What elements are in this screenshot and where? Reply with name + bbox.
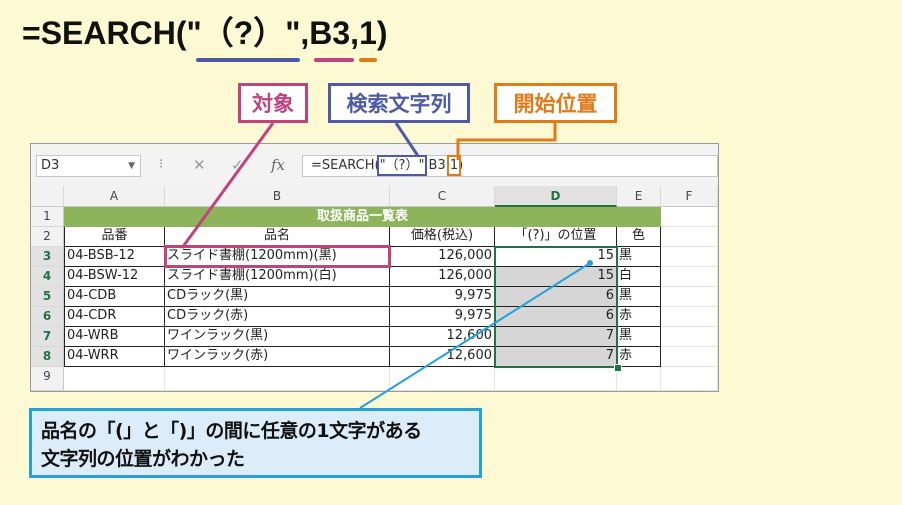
enter-icon[interactable]: ✓: [231, 156, 244, 174]
col-header-e[interactable]: E: [617, 186, 661, 207]
fx-icon[interactable]: fx: [271, 156, 286, 174]
cell-b4[interactable]: スライド書棚(1200mm)(白): [165, 267, 390, 287]
formula-text-start: 1: [446, 155, 462, 176]
cell-a5[interactable]: 04-CDB: [64, 287, 165, 307]
cell-a6[interactable]: 04-CDR: [64, 307, 165, 327]
note-line-1: 品名の「(」と「)」の間に任意の1文字がある: [41, 420, 422, 442]
formula-bar: D3 ▼ ⁝ ✕ ✓ fx =SEARCH("（?）",B3,1): [31, 144, 718, 186]
col-header-b[interactable]: B: [165, 186, 390, 207]
cell-c3[interactable]: 126,000: [390, 247, 495, 267]
row-header-2[interactable]: 2: [31, 227, 64, 247]
col-header-f[interactable]: F: [661, 186, 718, 207]
cell-a9[interactable]: [64, 367, 165, 391]
cell-f8[interactable]: [661, 347, 718, 367]
row-header-4[interactable]: 4: [31, 267, 64, 287]
row-header-3[interactable]: 3: [31, 247, 64, 267]
formula-input[interactable]: =SEARCH("（?）",B3,1): [302, 155, 718, 177]
cell-c9[interactable]: [390, 367, 495, 391]
formula-text-search: "（?）": [376, 155, 428, 176]
cell-c8[interactable]: 12,600: [390, 347, 495, 367]
row-header-9[interactable]: 9: [31, 367, 64, 391]
formula-start-pos: 1: [359, 15, 377, 51]
cell-e7[interactable]: 黒: [617, 327, 661, 347]
formula-comma: ,: [350, 15, 360, 51]
explanation-note: 品名の「(」と「)」の間に任意の1文字がある 文字列の位置がわかった: [29, 408, 482, 478]
cell-a3[interactable]: 04-BSB-12: [64, 247, 165, 267]
underline-search-text: [196, 58, 300, 62]
cancel-icon[interactable]: ✕: [193, 156, 206, 174]
chevron-down-icon[interactable]: ▼: [128, 161, 135, 171]
cell-a8[interactable]: 04-WRR: [64, 347, 165, 367]
cell-e8[interactable]: 赤: [617, 347, 661, 367]
cell-e3[interactable]: 黒: [617, 247, 661, 267]
cell-f7[interactable]: [661, 327, 718, 347]
formula-start: =SEARCH(": [22, 15, 202, 51]
col-header-c[interactable]: C: [390, 186, 495, 207]
underline-start-pos: [359, 58, 377, 62]
cell-f5[interactable]: [661, 287, 718, 307]
row-header-8[interactable]: 8: [31, 347, 64, 367]
name-box-value: D3: [41, 158, 60, 173]
header-cell-position[interactable]: 「(?)」の位置: [495, 227, 617, 247]
callout-target: 対象: [238, 83, 308, 123]
note-line-2: 文字列の位置がわかった: [41, 448, 245, 470]
fill-handle[interactable]: [614, 364, 622, 372]
formula-text-target: ,B3,: [424, 158, 450, 173]
header-cell-name[interactable]: 品名: [165, 227, 390, 247]
cell-d9[interactable]: [495, 367, 617, 391]
cell-f6[interactable]: [661, 307, 718, 327]
cell-f4[interactable]: [661, 267, 718, 287]
cell-c6[interactable]: 9,975: [390, 307, 495, 327]
header-cell-price[interactable]: 価格(税込): [390, 227, 495, 247]
row-header-7[interactable]: 7: [31, 327, 64, 347]
cell-a7[interactable]: 04-WRB: [64, 327, 165, 347]
table-title[interactable]: 取扱商品一覧表: [64, 207, 661, 227]
formula-text-post: ): [458, 158, 464, 173]
cell-b9[interactable]: [165, 367, 390, 391]
excel-window: D3 ▼ ⁝ ✕ ✓ fx =SEARCH("（?）",B3,1) A B C …: [30, 143, 719, 392]
name-box[interactable]: D3 ▼: [36, 155, 141, 177]
underline-target: [314, 58, 354, 62]
col-header-d[interactable]: D: [495, 186, 617, 207]
formula-mid: ",: [285, 15, 310, 51]
formula-text-pre: =SEARCH(: [311, 158, 380, 173]
callout-search-text: 検索文字列: [328, 83, 470, 123]
formula-target: B3: [309, 15, 351, 51]
cell-b7[interactable]: ワインラック(黒): [165, 327, 390, 347]
row-header-6[interactable]: 6: [31, 307, 64, 327]
cell-e6[interactable]: 赤: [617, 307, 661, 327]
cell-f9[interactable]: [661, 367, 718, 391]
row-header-1[interactable]: 1: [31, 207, 64, 227]
cell-e4[interactable]: 白: [617, 267, 661, 287]
cell-b6[interactable]: CDラック(赤): [165, 307, 390, 327]
callout-start-pos: 開始位置: [494, 83, 617, 123]
target-highlight: [164, 245, 391, 268]
formula-search-text: （?）: [201, 15, 286, 51]
cell-e9[interactable]: [617, 367, 661, 391]
cell-c4[interactable]: 126,000: [390, 267, 495, 287]
cell-f1[interactable]: [661, 207, 718, 227]
formula-end: ): [376, 15, 388, 51]
cell-a4[interactable]: 04-BSW-12: [64, 267, 165, 287]
cell-f3[interactable]: [661, 247, 718, 267]
col-header-a[interactable]: A: [64, 186, 165, 207]
header-cell-color[interactable]: 色: [617, 227, 661, 247]
formula-heading: =SEARCH("（?）",B3,1): [22, 8, 388, 58]
cell-e5[interactable]: 黒: [617, 287, 661, 307]
separator-icon: ⁝: [159, 157, 164, 172]
cell-f2[interactable]: [661, 227, 718, 247]
cell-c5[interactable]: 9,975: [390, 287, 495, 307]
header-cell-code[interactable]: 品番: [64, 227, 165, 247]
cell-c7[interactable]: 12,600: [390, 327, 495, 347]
select-all-corner[interactable]: [31, 186, 64, 207]
cell-b8[interactable]: ワインラック(赤): [165, 347, 390, 367]
row-header-5[interactable]: 5: [31, 287, 64, 307]
cell-b5[interactable]: CDラック(黒): [165, 287, 390, 307]
selection-range: [494, 246, 618, 368]
